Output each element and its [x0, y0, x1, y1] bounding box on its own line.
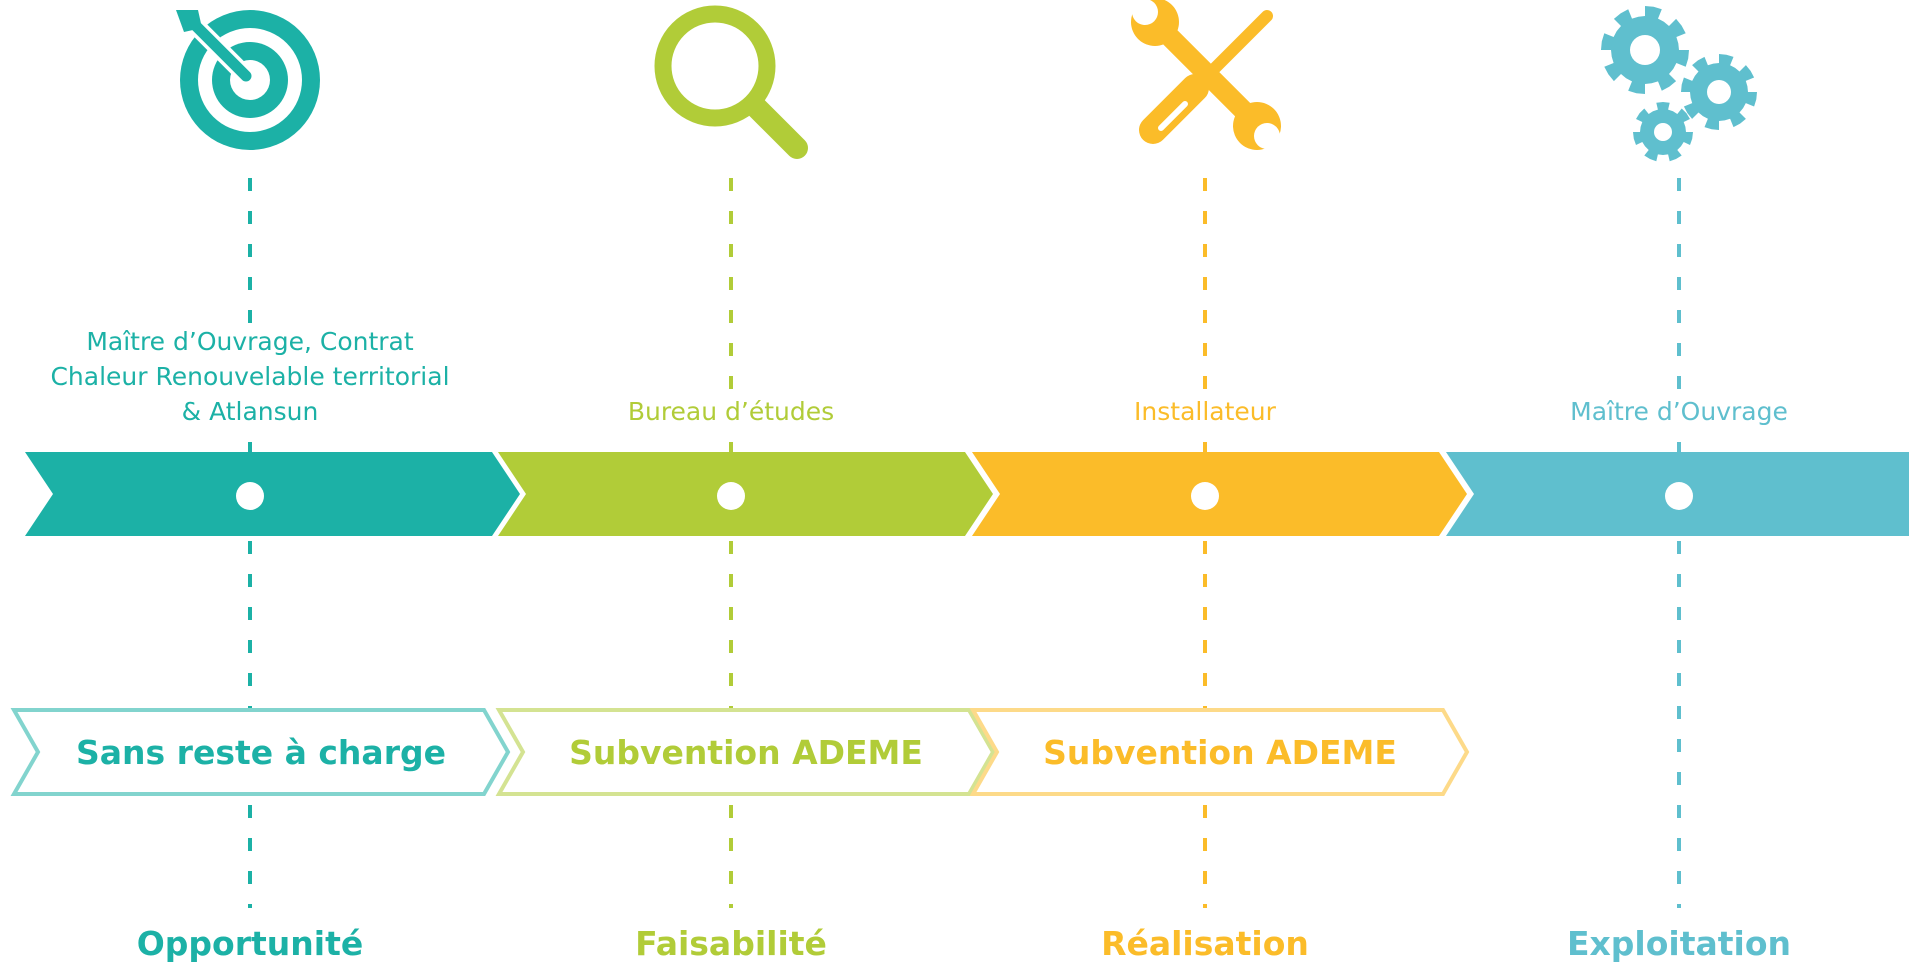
stakeholder-label: Maître d’Ouvrage	[1570, 397, 1788, 426]
phase-title: Opportunité	[137, 924, 363, 963]
funding-badge: Subvention ADEME	[969, 708, 1470, 796]
label-backdrop	[1130, 397, 1281, 426]
funding-label: Sans reste à charge	[76, 733, 446, 772]
target-icon	[176, 10, 320, 150]
timeline-node	[1665, 482, 1693, 510]
stakeholder-label: Maître d’Ouvrage, Contrat	[86, 327, 414, 356]
funding-label: Subvention ADEME	[569, 733, 923, 772]
stage-icons	[176, 0, 1757, 162]
timeline-node	[236, 482, 264, 510]
funding-label: Subvention ADEME	[1043, 733, 1397, 772]
funding-badge: Subvention ADEME	[495, 708, 996, 796]
timeline-segment	[972, 452, 1467, 536]
label-backdrop	[623, 397, 839, 426]
phase-title: Faisabilité	[635, 924, 827, 963]
label-backdrop	[1566, 397, 1792, 426]
phase-title: Réalisation	[1101, 924, 1309, 963]
gears-icon	[1601, 6, 1757, 162]
timeline-node	[717, 482, 745, 510]
phase-title: Exploitation	[1567, 924, 1791, 963]
timeline-segment	[498, 452, 993, 536]
wrench-screwdriver-icon	[1131, 0, 1281, 150]
label-backdrop	[46, 362, 454, 391]
stakeholder-label: Chaleur Renouvelable territorial	[50, 362, 449, 391]
timeline-band	[25, 452, 1909, 536]
funding-badge: Sans reste à charge	[10, 708, 511, 796]
stakeholder-label: Bureau d’études	[628, 397, 834, 426]
magnifying-glass-icon	[654, 5, 808, 159]
label-backdrop	[82, 327, 418, 356]
label-backdrop	[177, 397, 323, 426]
stakeholder-label: & Atlansun	[182, 397, 319, 426]
stakeholder-label: Installateur	[1134, 397, 1277, 426]
funding-badges: Sans reste à charge Subvention ADEME Subve…	[10, 708, 1470, 796]
connector-lines	[248, 178, 1681, 908]
timeline-node	[1191, 482, 1219, 510]
timeline-segment	[25, 452, 520, 536]
